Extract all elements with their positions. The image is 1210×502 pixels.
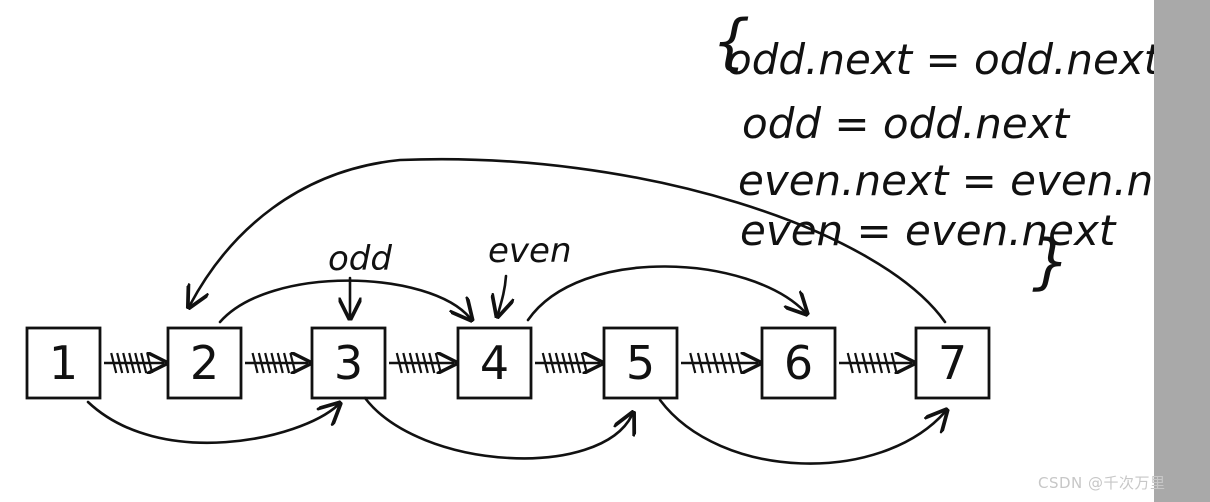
right-gray-scrollbar-area [1154, 0, 1210, 502]
scribbled-link-4-5 [535, 353, 600, 373]
odd-pointer-label: odd [328, 239, 392, 279]
watermark: CSDN @千次万里 [1038, 474, 1166, 492]
arrow-7-to-2 [190, 157, 947, 324]
node-boxes: 1 2 3 4 5 6 7 [25, 326, 991, 400]
list-node-7: 7 [914, 326, 991, 400]
list-node-4: 4 [456, 326, 533, 400]
even-pointer-label: even [488, 231, 572, 271]
scribbled-link-2-3 [245, 353, 308, 373]
list-node-3: 3 [310, 326, 387, 400]
list-node-6: 6 [760, 326, 837, 400]
node-label: 1 [49, 336, 78, 390]
scribbled-next-links [104, 353, 912, 373]
node-label: 3 [334, 336, 363, 390]
scribbled-link-5-6 [681, 353, 758, 373]
code-line-1: odd.next = odd.next.next [726, 35, 1210, 84]
node-box [25, 326, 102, 400]
arrow-2-to-4 [218, 279, 470, 322]
node-label: 6 [784, 336, 813, 390]
code-block: { odd.next = odd.next.next odd = odd.nex… [712, 7, 1210, 297]
list-node-1: 1 [25, 326, 102, 400]
node-label: 7 [938, 336, 967, 390]
code-line-3: even.next = even.next.next [738, 156, 1210, 205]
arrow-4-to-6 [526, 265, 805, 322]
rewired-arrows [86, 157, 947, 465]
open-brace: { [712, 7, 750, 77]
scribbled-link-1-2 [104, 353, 164, 373]
arrow-5-to-7 [658, 398, 945, 465]
node-label: 4 [480, 336, 509, 390]
node-label: 2 [190, 336, 219, 390]
even-pointer-arrow [498, 274, 506, 314]
code-line-2: odd = odd.next [742, 99, 1071, 148]
list-node-2: 2 [166, 326, 243, 400]
close-brace: } [1032, 227, 1070, 297]
scribbled-link-3-4 [389, 353, 454, 373]
arrow-3-to-5 [363, 396, 632, 460]
arrow-1-to-3 [86, 402, 338, 445]
list-node-5: 5 [602, 326, 679, 400]
scribbled-link-6-7 [839, 353, 912, 373]
code-line-4: even = even.next [740, 206, 1117, 255]
node-label: 5 [626, 336, 655, 390]
